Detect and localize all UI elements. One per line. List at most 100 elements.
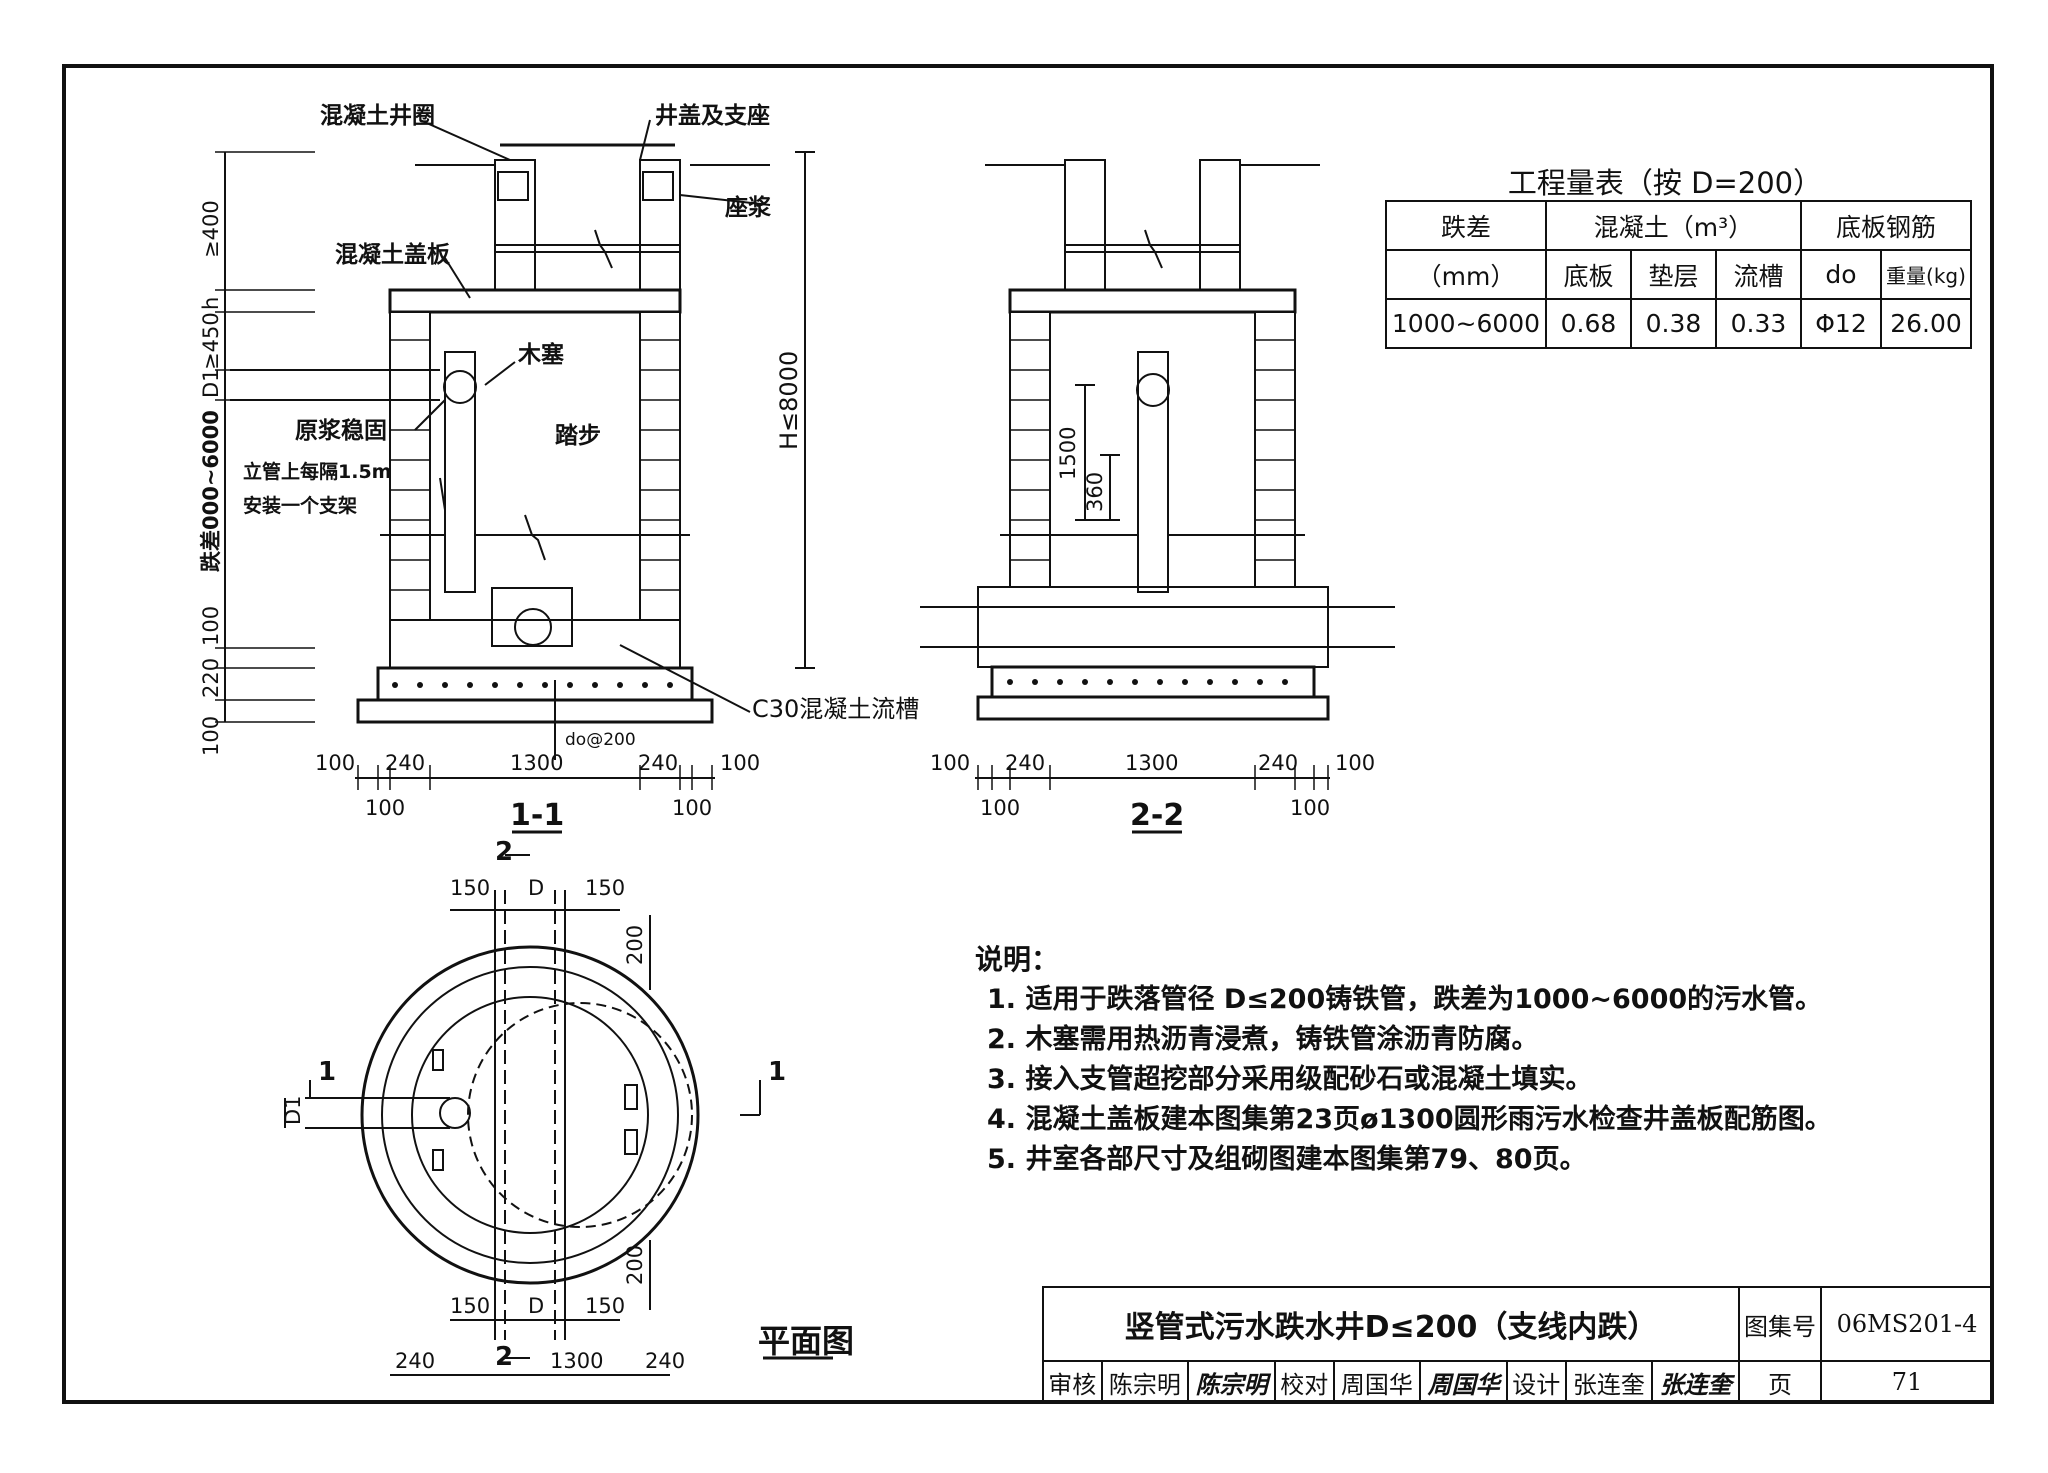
plan-view-drawing [284, 854, 833, 1376]
label-plug: 木塞 [517, 341, 564, 368]
dim-1-bot-0: 100 [315, 751, 355, 775]
table-cell: 1000~6000 [1385, 298, 1547, 349]
designer-signature: 张连奎 [1651, 1360, 1740, 1404]
note-item: 3. 接入支管超挖部分采用级配砂石或混凝土填实。 [987, 1064, 1593, 1095]
dim-left-1: h [199, 297, 223, 310]
design-label: 设计 [1505, 1360, 1567, 1404]
dim-2-bot-1: 240 [1005, 751, 1045, 775]
table-cell: 底板钢筋 [1800, 200, 1972, 251]
dim-1-bot-2: 1300 [510, 751, 563, 775]
table-cell: 0.68 [1545, 298, 1632, 349]
designer-name: 张连奎 [1564, 1360, 1654, 1404]
dim-2-bot-2: 1300 [1125, 751, 1178, 775]
plan-dim-0: 150 [450, 876, 490, 900]
notes-heading: 说明： [975, 943, 1060, 976]
dim-left-6: 220 [199, 658, 223, 698]
quantity-table: 跌差 混凝土（m³） 底板钢筋 （mm） 底板 垫层 流槽 do 重量(kg) … [1385, 200, 1972, 349]
dim-2-bot-4: 100 [1335, 751, 1375, 775]
note-item: 4. 混凝土盖板建本图集第23页ø1300圆形雨污水检查井盖板配筋图。 [987, 1104, 1832, 1135]
plan-cut-2-bottom: 2 [495, 1342, 513, 1372]
reviewer-signature: 陈宗明 [1187, 1360, 1276, 1404]
section-2-2-drawing [920, 159, 1395, 834]
plan-dim-8: 150 [585, 1294, 625, 1318]
plan-dim-7: D [528, 1294, 544, 1318]
page-label: 页 [1738, 1360, 1822, 1404]
plan-dim-4: D1 [281, 1095, 305, 1125]
plan-dim-5: 200 [623, 1245, 647, 1285]
section-1-1-drawing [215, 119, 815, 834]
dim-left-2: ≥450 [199, 312, 223, 370]
checker-name: 周国华 [1332, 1360, 1422, 1404]
drawing-frame [62, 64, 1994, 1404]
note-item: 2. 木塞需用热沥青浸煮，铸铁管涂沥青防腐。 [987, 1024, 1539, 1055]
label-rebar: do@200 [565, 730, 636, 750]
label-slab: 混凝土盖板 [335, 241, 451, 268]
section-1-1-title: 1-1 [510, 798, 564, 833]
plan-dim-3: 200 [623, 925, 647, 965]
dim-left-0: ≥400 [199, 200, 223, 258]
dim-left-5: 100 [199, 606, 223, 646]
reviewer-name: 陈宗明 [1100, 1360, 1190, 1404]
notes: 说明： 1. 适用于跌落管径 D≤200铸铁管，跌差为1000~6000的污水管… [975, 940, 1832, 1180]
page-number: 71 [1820, 1360, 1994, 1404]
label-fix: 原浆稳固 [295, 417, 387, 444]
table-cell: 跌差 [1385, 200, 1547, 251]
table-cell: 混凝土（m³） [1545, 200, 1802, 251]
table-cell: 0.38 [1630, 298, 1717, 349]
dim-1-low-1: 100 [672, 796, 712, 820]
atlas-number: 06MS201-4 [1820, 1286, 1994, 1362]
label-support-2: 安装一个支架 [243, 494, 357, 517]
dim-2-low-1: 100 [1290, 796, 1330, 820]
plan-dim-10: 1300 [550, 1349, 603, 1373]
note-item: 1. 适用于跌落管径 D≤200铸铁管，跌差为1000~6000的污水管。 [987, 984, 1823, 1015]
label-ring: 混凝土井圈 [320, 102, 435, 129]
plan-dim-1: D [528, 876, 544, 900]
quantity-table-title: 工程量表（按 D=200） [1507, 166, 1823, 200]
dim-2-v-0: 1500 [1056, 427, 1080, 480]
table-cell: （mm） [1385, 249, 1547, 300]
dim-1-low-0: 100 [365, 796, 405, 820]
dim-1-bot-4: 100 [720, 751, 760, 775]
label-support-1: 立管上每隔1.5m [243, 460, 391, 483]
table-cell: 流槽 [1715, 249, 1802, 300]
plan-cut-1-right: 1 [768, 1057, 786, 1087]
table-cell: 垫层 [1630, 249, 1717, 300]
table-cell: 重量(kg) [1880, 249, 1972, 300]
plan-dim-2: 150 [585, 876, 625, 900]
dim-2-v-1: 360 [1083, 472, 1107, 512]
plan-title: 平面图 [758, 1322, 854, 1360]
label-channel: C30混凝土流槽 [752, 695, 919, 723]
checker-signature: 周国华 [1419, 1360, 1508, 1404]
dim-1-bot-1: 240 [385, 751, 425, 775]
table-row: 跌差 混凝土（m³） 底板钢筋 [1385, 200, 1972, 251]
table-row: 1000~6000 0.68 0.38 0.33 Φ12 26.00 [1385, 298, 1972, 349]
plan-dim-6: 150 [450, 1294, 490, 1318]
plan-dim-11: 240 [645, 1349, 685, 1373]
table-cell: do [1800, 249, 1882, 300]
table-row: （mm） 底板 垫层 流槽 do 重量(kg) [1385, 249, 1972, 300]
table-cell: 0.33 [1715, 298, 1802, 349]
review-label: 审核 [1042, 1360, 1103, 1404]
check-label: 校对 [1273, 1360, 1335, 1404]
label-cover: 井盖及支座 [655, 102, 770, 129]
dim-left-7: 100 [199, 716, 223, 756]
note-item: 5. 井室各部尺寸及组砌图建本图集第79、80页。 [987, 1144, 1587, 1175]
drawing-title: 竖管式污水跌水井D≤200（支线内跌） [1042, 1286, 1740, 1362]
dim-1-bot-3: 240 [638, 751, 678, 775]
table-cell: 底板 [1545, 249, 1632, 300]
table-cell: Φ12 [1800, 298, 1882, 349]
dim-left-4: 跌差000~6000 [199, 410, 223, 572]
title-block: 竖管式污水跌水井D≤200（支线内跌） 图集号 06MS201-4 审核 陈宗明… [1042, 1286, 1994, 1404]
section-2-2-title: 2-2 [1130, 798, 1184, 833]
plan-cut-1-left: 1 [318, 1057, 336, 1087]
dim-2-bot-3: 240 [1258, 751, 1298, 775]
dim-2-bot-0: 100 [930, 751, 970, 775]
label-mortar: 座浆 [725, 194, 771, 221]
atlas-label: 图集号 [1738, 1286, 1822, 1362]
dim-left-3: D1 [199, 368, 223, 398]
plan-cut-2-top: 2 [495, 837, 513, 867]
dim-2-low-0: 100 [980, 796, 1020, 820]
table-cell: 26.00 [1880, 298, 1972, 349]
label-steps: 踏步 [555, 423, 601, 449]
